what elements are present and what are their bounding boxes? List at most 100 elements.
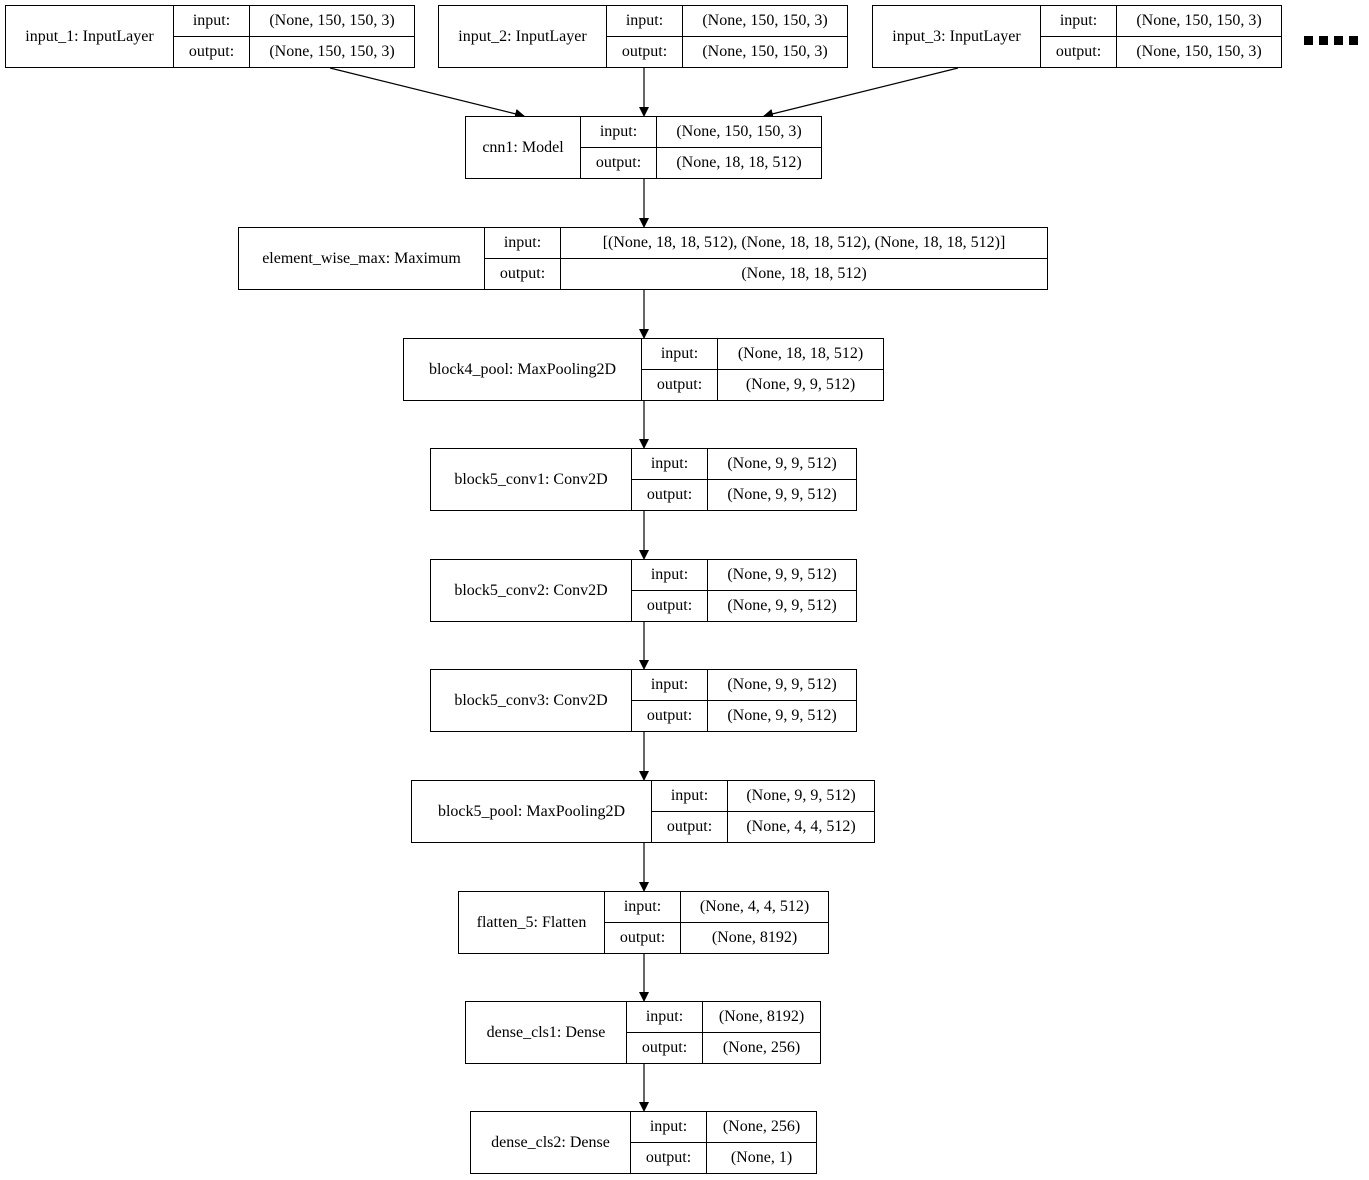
input-shape: (None, 9, 9, 512) <box>727 566 837 583</box>
input-label: input: <box>581 117 657 147</box>
output-row: output: (None, 1) <box>631 1142 816 1173</box>
input-label: input: <box>627 1002 703 1032</box>
layer-name: input_1: InputLayer <box>6 6 174 67</box>
layer-name: input_3: InputLayer <box>873 6 1041 67</box>
input-row: input: (None, 150, 150, 3) <box>581 117 821 147</box>
input-row: input: (None, 8192) <box>627 1002 820 1032</box>
input-row: input:[(None, 18, 18, 512), (None, 18, 1… <box>485 228 1047 258</box>
layer-name: block5_conv2: Conv2D <box>431 560 632 621</box>
input-label: input: <box>652 781 728 811</box>
input-shape: (None, 150, 150, 3) <box>269 12 395 29</box>
layer-name: element_wise_max: Maximum <box>239 228 485 289</box>
layer-name: block4_pool: MaxPooling2D <box>404 339 642 400</box>
output-label: output: <box>632 591 708 621</box>
output-shape: (None, 150, 150, 3) <box>702 43 828 60</box>
input-shape: (None, 18, 18, 512) <box>737 345 864 362</box>
input-label: input: <box>632 560 708 590</box>
input-label: input: <box>632 449 708 479</box>
output-shape: (None, 9, 9, 512) <box>727 597 837 614</box>
output-row: output: (None, 256) <box>627 1032 820 1063</box>
output-shape: (None, 9, 9, 512) <box>727 486 837 503</box>
output-label: output: <box>632 480 708 510</box>
layer-name: block5_conv3: Conv2D <box>431 670 632 731</box>
input-label: input: <box>631 1112 707 1142</box>
input-label: input: <box>632 670 708 700</box>
input-row: input: (None, 150, 150, 3) <box>607 6 847 36</box>
output-label: output: <box>652 812 728 842</box>
input-label: input: <box>607 6 683 36</box>
output-row: output:(None, 150, 150, 3) <box>607 36 847 67</box>
input-shape: (None, 9, 9, 512) <box>727 676 837 693</box>
input-row: input: (None, 18, 18, 512) <box>642 339 883 369</box>
input-shape: (None, 9, 9, 512) <box>727 455 837 472</box>
ellipsis-icon <box>1304 36 1358 45</box>
output-row: output: (None, 9, 9, 512) <box>632 700 856 731</box>
input-row: input: (None, 150, 150, 3) <box>174 6 414 36</box>
input-shape: (None, 4, 4, 512) <box>699 898 810 915</box>
layer-name: input_2: InputLayer <box>439 6 607 67</box>
input-shape: (None, 8192) <box>718 1008 805 1025</box>
output-row: output:(None, 18, 18, 512) <box>485 258 1047 289</box>
input-label: input: <box>642 339 718 369</box>
output-row: output: (None, 8192) <box>605 922 828 953</box>
input-shape: (None, 150, 150, 3) <box>1136 12 1262 29</box>
output-shape: (None, 8192) <box>711 929 798 946</box>
output-shape: (None, 4, 4, 512) <box>746 818 856 835</box>
input-shape: (None, 150, 150, 3) <box>702 12 828 29</box>
edge-arrow <box>763 67 959 119</box>
input-row: input: (None, 9, 9, 512) <box>632 560 856 590</box>
output-label: output: <box>642 370 718 400</box>
input-row: input: (None, 9, 9, 512) <box>632 449 856 479</box>
output-shape: (None, 9, 9, 512) <box>745 376 856 393</box>
input-row: input: (None, 150, 150, 3) <box>1041 6 1281 36</box>
input-row: input: (None, 9, 9, 512) <box>632 670 856 700</box>
input-shape: (None, 9, 9, 512) <box>746 787 856 804</box>
output-label: output: <box>631 1143 707 1173</box>
output-shape: (None, 18, 18, 512) <box>676 154 802 171</box>
output-label: output: <box>174 37 250 67</box>
input-shape: (None, 150, 150, 3) <box>676 123 802 140</box>
output-label: output: <box>627 1033 703 1063</box>
output-shape: (None, 150, 150, 3) <box>1136 43 1262 60</box>
layer-name: block5_pool: MaxPooling2D <box>412 781 652 842</box>
edge-arrow <box>329 67 525 119</box>
output-row: output: (None, 150, 150, 3) <box>1041 36 1281 67</box>
layer-name: flatten_5: Flatten <box>459 892 605 953</box>
input-row: input: (None, 4, 4, 512) <box>605 892 828 922</box>
output-row: output: (None, 4, 4, 512) <box>652 811 874 842</box>
output-row: output: (None, 9, 9, 512) <box>632 479 856 510</box>
input-label: input: <box>605 892 681 922</box>
input-row: input: (None, 256) <box>631 1112 816 1142</box>
output-shape: (None, 9, 9, 512) <box>727 707 837 724</box>
output-label: output: <box>632 701 708 731</box>
layer-name: dense_cls1: Dense <box>466 1002 627 1063</box>
output-label: output: <box>605 923 681 953</box>
layer-name: block5_conv1: Conv2D <box>431 449 632 510</box>
input-shape: (None, 256) <box>722 1118 801 1135</box>
output-label: output: <box>485 259 561 289</box>
output-row: output: (None, 150, 150, 3) <box>174 36 414 67</box>
output-row: output: (None, 9, 9, 512) <box>632 590 856 621</box>
input-label: input: <box>1041 6 1117 36</box>
output-shape: (None, 150, 150, 3) <box>269 43 395 60</box>
output-shape: (None, 256) <box>722 1039 801 1056</box>
output-shape: (None, 1) <box>730 1149 793 1166</box>
input-label: input: <box>174 6 250 36</box>
edges <box>329 67 959 1112</box>
input-row: input: (None, 9, 9, 512) <box>652 781 874 811</box>
output-label: output: <box>1041 37 1117 67</box>
layer-name: dense_cls2: Dense <box>471 1112 631 1173</box>
output-row: output: (None, 9, 9, 512) <box>642 369 883 400</box>
